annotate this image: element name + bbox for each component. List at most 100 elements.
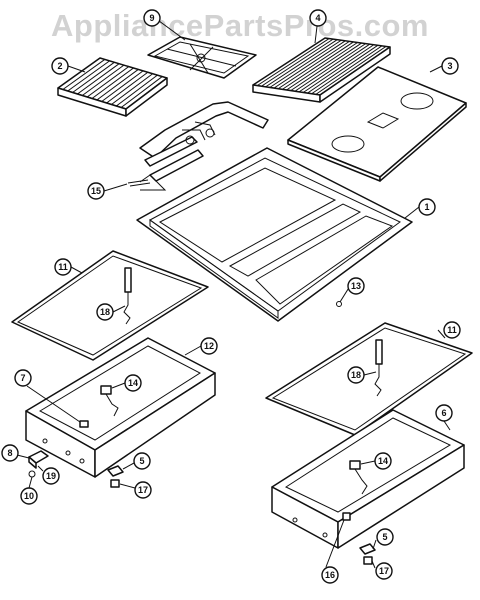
callout-3: 3 [441,57,459,75]
callout-17-right: 17 [375,562,393,580]
svg-text:4: 4 [315,13,320,23]
grate-bar [77,63,120,95]
burner-assembly-part-15 [127,101,269,191]
heating-element-part-18-left [123,267,132,325]
drip-pan-part-12 [25,337,216,478]
screw-part-10 [28,470,36,478]
grill-grate-part-2 [57,57,168,117]
svg-text:11: 11 [58,262,68,272]
grate-bar [273,40,346,89]
bracket-part-7 [79,420,89,428]
grate-bar [96,69,139,101]
callout-leaders [16,17,451,569]
svg-text:9: 9 [149,13,154,23]
sensor-part-14-right [349,460,368,495]
svg-text:1: 1 [424,202,429,212]
grill-grate-part-4 [252,37,391,103]
callout-11-right: 11 [443,321,461,339]
grate-bar [72,61,115,93]
callout-10: 10 [20,487,38,505]
svg-text:18: 18 [351,370,361,380]
callout-2: 2 [51,57,69,75]
grate-bar [302,44,375,93]
cooktop-frame-part-1 [136,147,413,322]
svg-text:19: 19 [46,471,56,481]
burner-grate-part-9 [147,36,257,79]
grate-bar [286,42,358,91]
callout-8: 8 [1,444,19,462]
callout-4: 4 [309,9,327,27]
grate-bar [81,64,125,96]
callout-9: 9 [143,9,161,27]
svg-text:14: 14 [378,456,388,466]
grate-bar [307,44,379,94]
svg-text:17: 17 [379,566,389,576]
callout-18-right: 18 [347,366,365,384]
callout-17-left: 17 [134,481,152,499]
svg-text:7: 7 [20,373,25,383]
grate-bar [62,59,106,90]
grate-bar [269,39,342,88]
grate-bar [115,74,158,107]
gasket-panel-part-11-right [265,322,473,436]
grate-bar [261,38,334,87]
grate-bar [67,60,110,92]
cover-plate-part-3 [287,66,467,182]
svg-text:14: 14 [128,378,138,388]
heating-element-part-18-right [374,339,383,397]
svg-text:16: 16 [325,570,335,580]
nut-part-17-right [363,556,373,565]
callout-18-left: 18 [96,303,114,321]
nut-part-17-left [110,479,120,488]
grate-bar [101,70,144,102]
grate-bar [290,42,362,92]
callout-7: 7 [14,369,32,387]
svg-text:10: 10 [24,491,34,501]
svg-text:11: 11 [447,325,457,335]
svg-text:12: 12 [204,341,214,351]
grate-bar [311,45,383,95]
callout-11-left: 11 [54,258,72,276]
svg-text:18: 18 [100,307,110,317]
grate-bar [86,66,130,98]
callout-15: 15 [87,182,105,200]
grate-bar [298,43,370,93]
clip-part-5-left [107,465,124,477]
svg-text:5: 5 [382,532,387,542]
clip-part-5-right [359,543,376,555]
svg-text:3: 3 [447,61,452,71]
sensor-part-14-left [100,385,119,417]
tab-part-16 [342,512,351,521]
grate-bar [111,73,153,105]
callout-19: 19 [42,467,60,485]
grate-bar [106,71,149,104]
svg-text:5: 5 [139,456,144,466]
connector-part-19 [28,450,49,469]
callout-13: 13 [347,277,365,295]
grate-bar [277,40,350,90]
svg-text:2: 2 [57,61,62,71]
callout-16: 16 [321,566,339,584]
callout-5-right: 5 [376,528,394,546]
grate-bar [265,39,338,88]
svg-text:13: 13 [351,281,361,291]
svg-text:17: 17 [138,485,148,495]
svg-text:8: 8 [7,448,12,458]
svg-text:6: 6 [441,408,446,418]
grate-bar [91,67,134,99]
callout-5-left: 5 [133,452,151,470]
drip-pan-part-6 [271,409,465,549]
callout-6: 6 [435,404,453,422]
watermark-text: AppliancePartsPros.com [51,8,429,43]
grate-bar [256,38,330,87]
callout-14-right: 14 [374,452,392,470]
grate-bar [294,43,366,92]
grate-bar [282,41,354,90]
grate-bar [315,46,387,95]
callout-1: 1 [418,198,436,216]
callout-14-left: 14 [124,374,142,392]
svg-text:15: 15 [91,186,101,196]
fastener-part-13 [336,301,342,307]
